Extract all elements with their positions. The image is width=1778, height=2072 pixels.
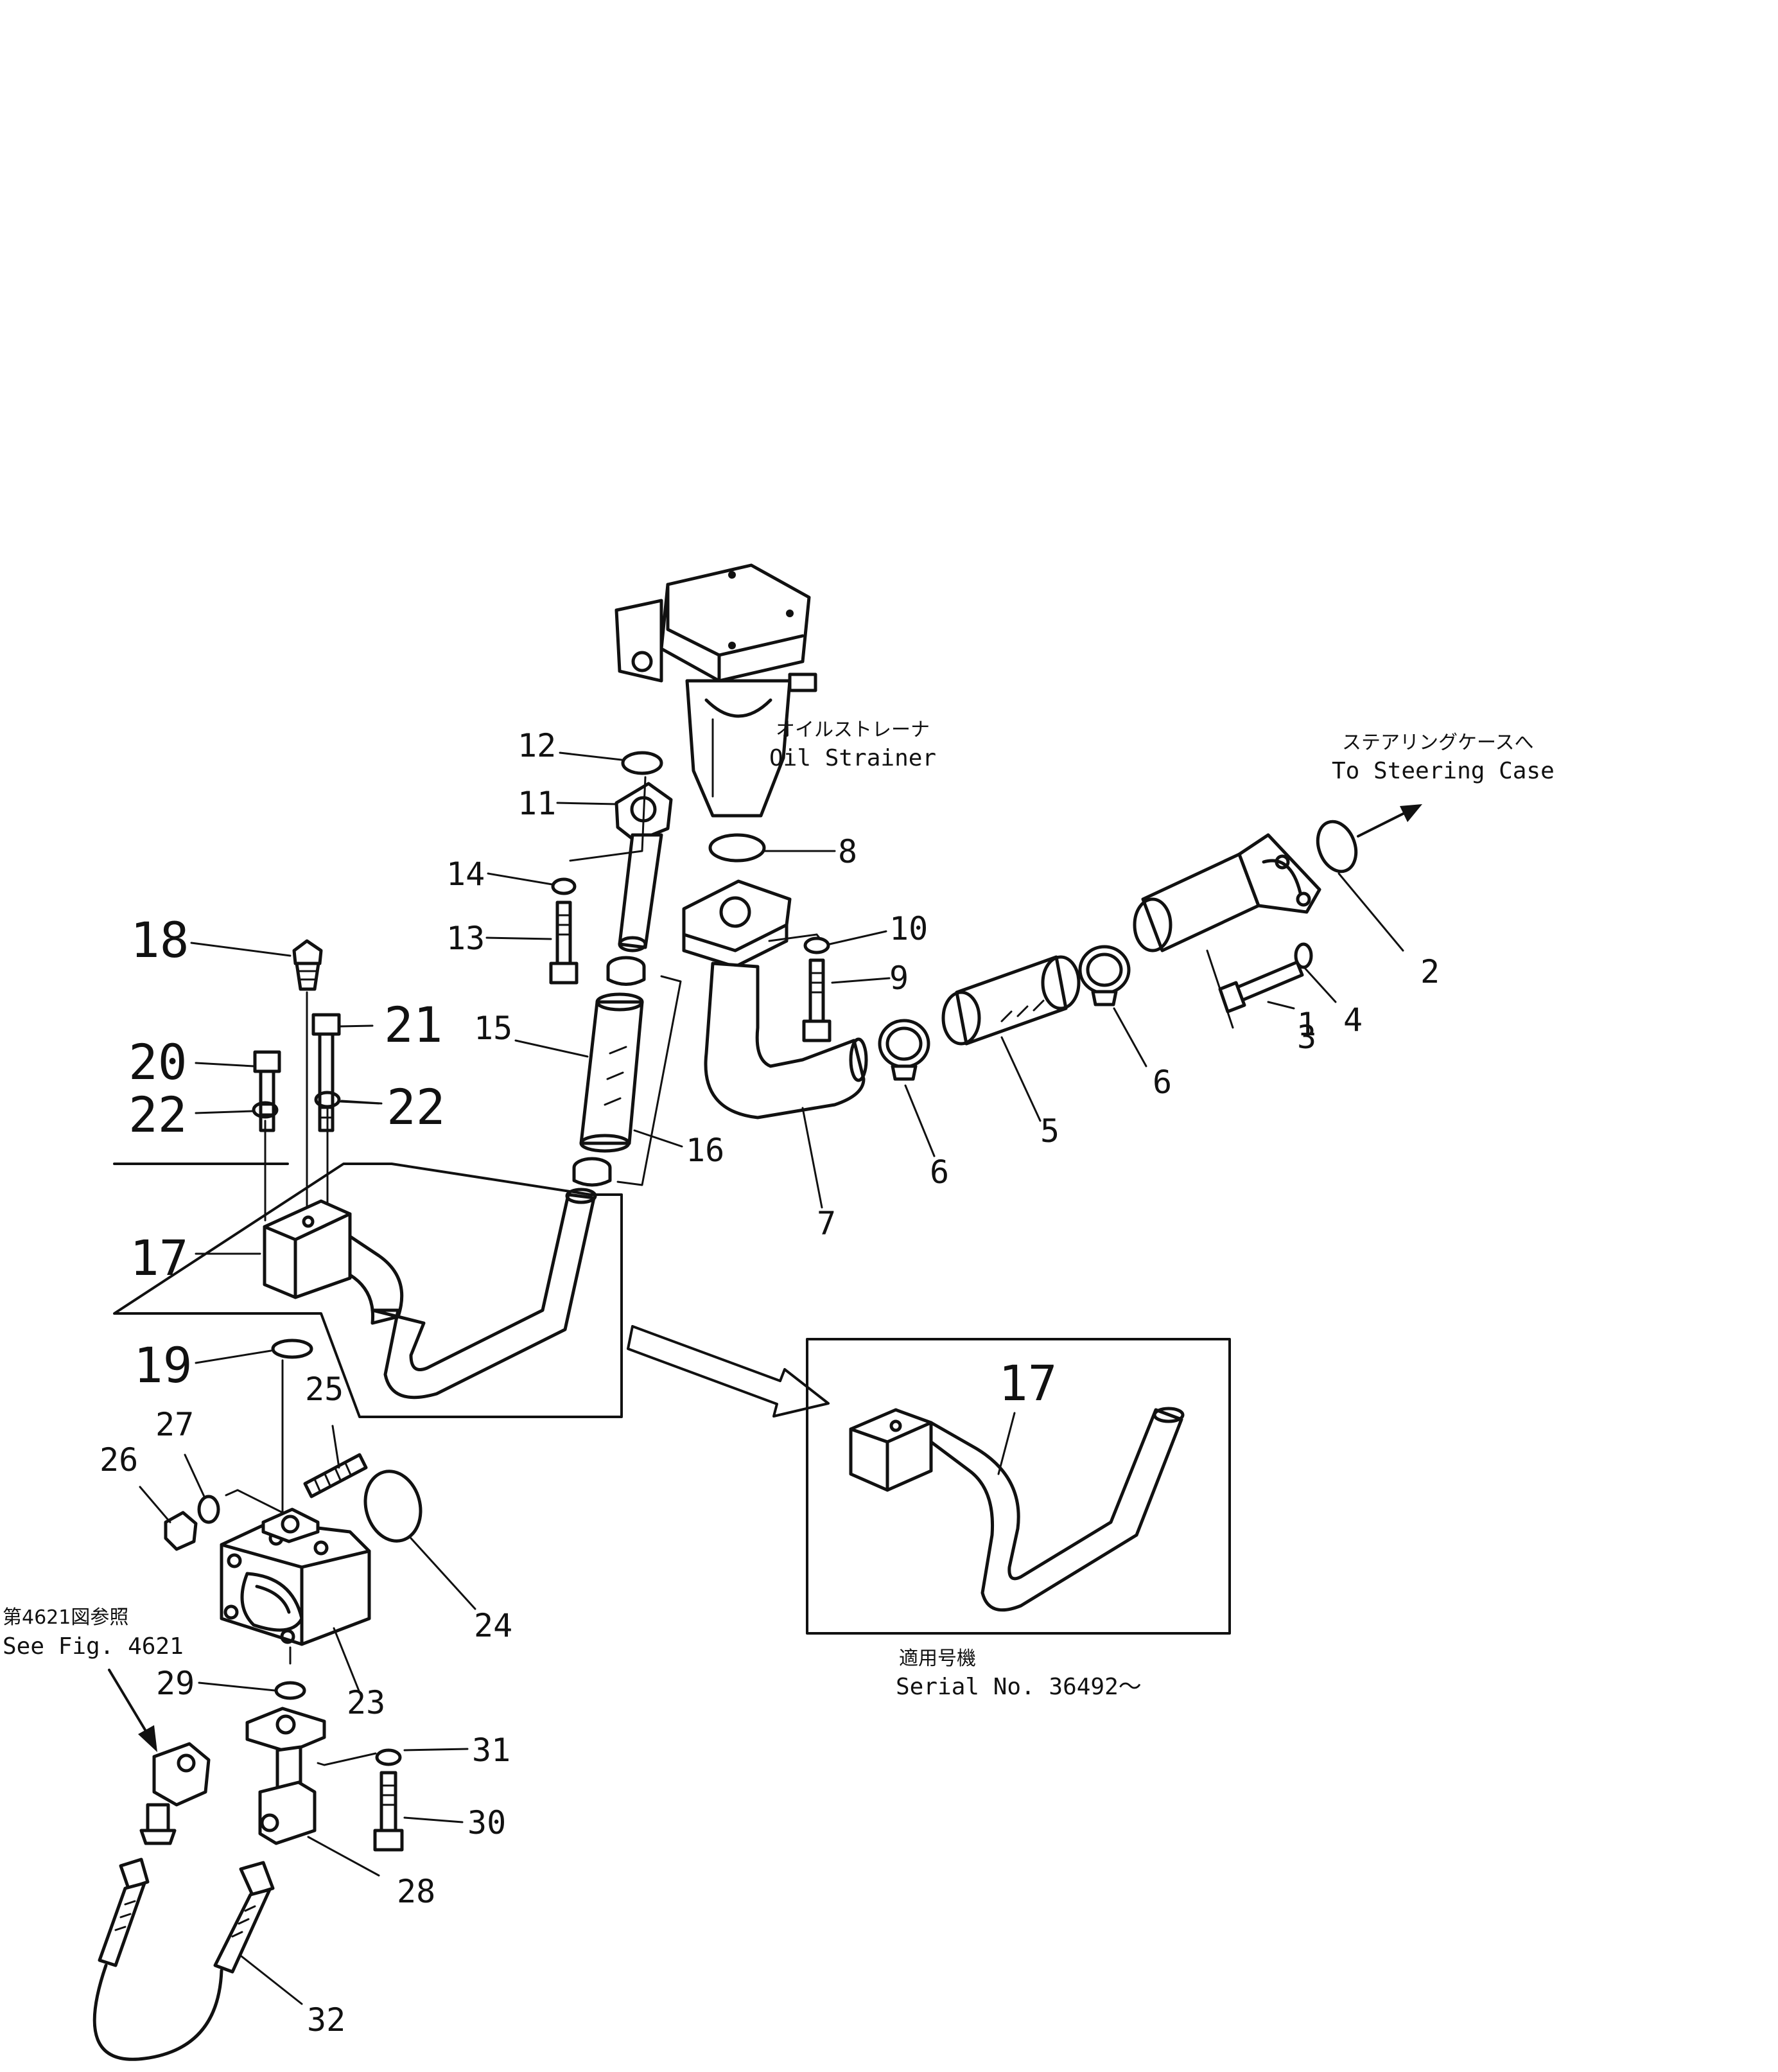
part-12-o-ring (621, 751, 663, 775)
callout-3: 3 (1297, 1019, 1316, 1056)
callout-32: 32 (307, 2001, 345, 2039)
part-6-clamp-right (1078, 945, 1131, 1006)
callout-5: 5 (1040, 1112, 1059, 1150)
part-23-pump (220, 1507, 371, 1646)
callout-16: 16 (686, 1132, 724, 1169)
part-20-bolt (253, 1050, 281, 1132)
steering-case-label-jp: ステアリングケースへ (1342, 732, 1534, 754)
part-22-washer-right (314, 1091, 341, 1109)
part-29-o-ring (274, 1681, 306, 1700)
callout-26: 26 (100, 1441, 138, 1479)
callout-23: 23 (347, 1684, 385, 1721)
part-28-elbow (245, 1707, 326, 1845)
part-17-pipe-assembly (263, 1188, 597, 1400)
part-32-hose (92, 1857, 275, 2061)
see-fig-connector (139, 1742, 211, 1845)
callout-8: 8 (838, 833, 857, 870)
callout-24: 24 (474, 1607, 512, 1644)
leader-lines (139, 751, 1404, 2005)
steering-case-label: To Steering Case (1332, 758, 1555, 784)
callout-25: 25 (305, 1371, 344, 1408)
part-30-bolt (373, 1771, 404, 1852)
oil-strainer (614, 563, 817, 818)
arrow-to-serial-variant (627, 1325, 830, 1418)
steering-direction-arrow (1357, 804, 1422, 838)
callout-2: 2 (1420, 953, 1440, 990)
part-24-o-ring (363, 1470, 423, 1543)
callout-21: 21 (384, 996, 443, 1053)
part-8-o-ring (708, 833, 766, 863)
part-16-clamp-bottom (572, 1157, 612, 1187)
callout-29: 29 (156, 1665, 195, 1702)
callout-6-left: 6 (930, 1154, 949, 1191)
part-4-washer (1294, 942, 1313, 969)
callout-27: 27 (155, 1406, 194, 1443)
part-6-clamp-left (878, 1019, 930, 1081)
part-17-detail-frame (113, 1163, 623, 1418)
part-13-bolt (549, 900, 579, 985)
part-10-washer (803, 936, 830, 954)
callout-14: 14 (446, 856, 485, 893)
callout-22-right: 22 (387, 1078, 446, 1136)
part-7-elbow-pipe (682, 879, 868, 1119)
part-18-breather (292, 939, 323, 991)
callout-17-variant: 17 (998, 1355, 1058, 1412)
part-25-stud (303, 1453, 368, 1498)
callout-19: 19 (134, 1337, 193, 1394)
callout-7: 7 (817, 1205, 836, 1242)
serial-label-jp: 適用号機 (899, 1647, 976, 1670)
see-fig-label: See Fig. 4621 (3, 1633, 184, 1660)
callout-15: 15 (474, 1010, 512, 1047)
callout-6-right: 6 (1153, 1064, 1172, 1101)
oil-strainer-label-jp: オイルストレーナ (776, 719, 930, 741)
part-2-o-ring (1316, 820, 1358, 874)
part-17-variant (849, 1407, 1185, 1612)
part-15-hose (579, 992, 644, 1153)
callout-18: 18 (130, 911, 189, 969)
callout-4: 4 (1343, 1001, 1363, 1039)
callout-10: 10 (889, 910, 928, 947)
oil-strainer-label: Oil Strainer (769, 745, 936, 771)
callout-22-left: 22 (128, 1086, 187, 1143)
part-31-washer (375, 1748, 402, 1766)
part-3-bolt (1218, 960, 1304, 1014)
callout-11: 11 (518, 785, 556, 822)
part-22-washer-left (252, 1101, 279, 1119)
callout-9: 9 (889, 960, 909, 997)
part-26-nut (164, 1511, 198, 1551)
serial-label: Serial No. 36492～ (896, 1674, 1142, 1700)
callout-20: 20 (128, 1033, 187, 1091)
part-19-o-ring (271, 1339, 313, 1359)
part-1-pipe (1133, 833, 1321, 953)
part-9-bolt (802, 958, 832, 1042)
see-fig-label-jp: 第4621図参照 (3, 1606, 128, 1629)
part-16-clamp-top (606, 956, 646, 986)
part-27-washer (197, 1495, 220, 1524)
callout-1: 1 (1297, 1006, 1316, 1043)
callout-13: 13 (446, 920, 485, 957)
see-fig-arrow (108, 1669, 157, 1752)
part-5-hose (941, 955, 1081, 1046)
serial-variant-box (806, 1338, 1231, 1635)
callout-17: 17 (130, 1229, 189, 1286)
part-21-bolt (311, 1013, 341, 1132)
callout-31: 31 (472, 1732, 510, 1769)
callout-28: 28 (397, 1873, 435, 1910)
callout-12: 12 (518, 727, 556, 764)
callout-30: 30 (467, 1804, 506, 1841)
part-14-washer (551, 877, 577, 895)
